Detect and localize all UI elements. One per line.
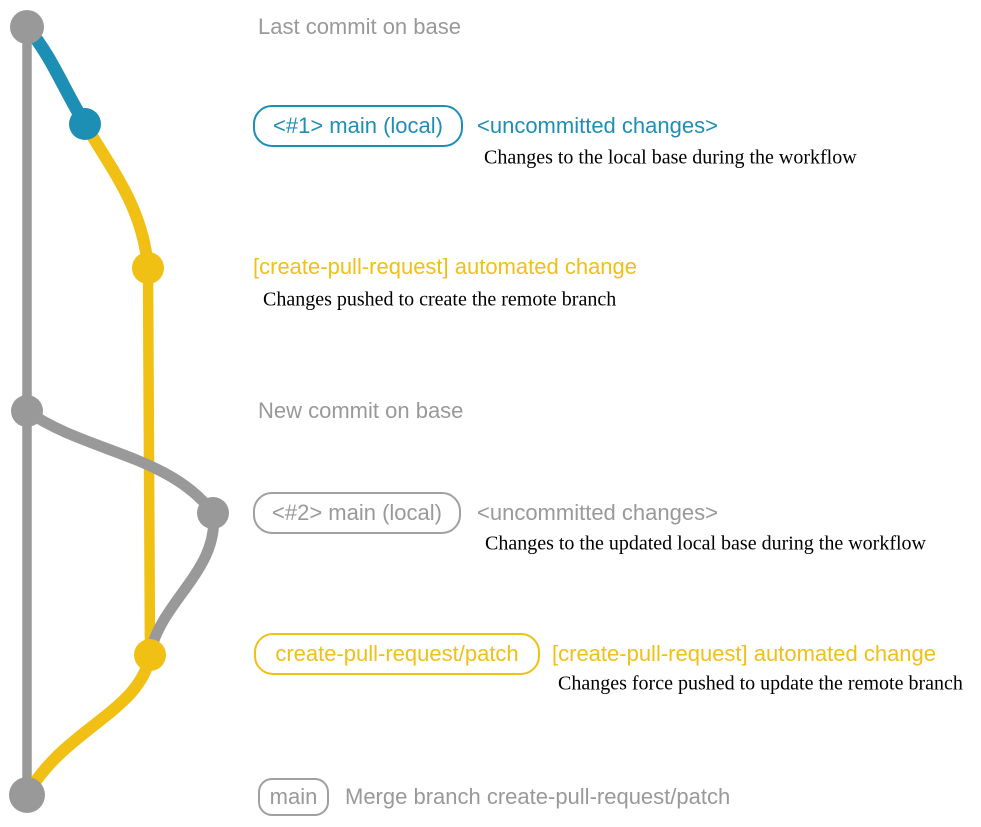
commit-message-cpr-1: [create-pull-request] automated change xyxy=(253,254,638,279)
commit-dot-uncommitted-1 xyxy=(69,108,101,140)
branch-label-cpr-patch: create-pull-request/patch xyxy=(254,633,540,675)
branch-label-main-local-2: <#2> main (local) xyxy=(253,492,461,534)
commit-dot-cpr-2 xyxy=(134,639,166,671)
commit-dot-merge xyxy=(9,777,45,813)
branch-label-text: main xyxy=(269,784,318,809)
branch-label-main: main xyxy=(258,778,329,816)
caption-new-commit-on-base: New commit on base xyxy=(258,398,464,423)
note-force-push-update-branch: Changes force pushed to update the remot… xyxy=(558,672,963,695)
note-local-base-changes-2: Changes to the updated local base during… xyxy=(485,532,926,555)
branch-label-text: <#2> main (local) xyxy=(272,500,442,525)
note-local-base-changes-1: Changes to the local base during the wor… xyxy=(484,146,857,169)
commit-dot-last-base xyxy=(10,10,44,44)
commit-dot-uncommitted-2 xyxy=(197,497,229,529)
commit-message-uncommitted-2: <uncommitted changes> xyxy=(477,500,718,525)
caption-last-commit-on-base: Last commit on base xyxy=(258,14,461,39)
commit-message-merge: Merge branch create-pull-request/patch xyxy=(345,784,731,809)
note-push-create-branch: Changes pushed to create the remote bran… xyxy=(263,288,617,311)
branch-label-text: create-pull-request/patch xyxy=(275,641,519,666)
updated-local-branch-curve xyxy=(21,405,219,519)
commit-message-uncommitted-1: <uncommitted changes> xyxy=(477,113,718,138)
commit-dot-new-base xyxy=(11,395,43,427)
cpr-branch-curve-top xyxy=(79,118,154,274)
branch-label-main-local-1: <#1> main (local) xyxy=(253,105,463,147)
cpr-merge-curve xyxy=(22,649,156,799)
branch-label-text: <#1> main (local) xyxy=(273,113,443,138)
commit-dot-cpr-1 xyxy=(132,252,164,284)
commit-message-cpr-2: [create-pull-request] automated change xyxy=(552,641,937,666)
force-push-curve xyxy=(145,507,220,656)
